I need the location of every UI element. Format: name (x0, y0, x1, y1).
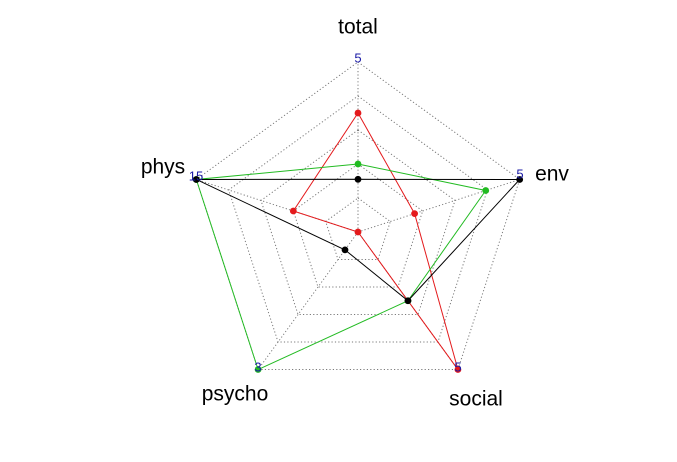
series-0-line (292, 112, 459, 370)
series-0 (289, 109, 462, 373)
series-2 (192, 175, 524, 305)
grid-spoke-psycho (257, 231, 359, 370)
grid-spoke-env (357, 178, 520, 233)
axis-label-total: total (338, 16, 378, 39)
series-2-point-social (404, 297, 412, 305)
series-1-point-env (482, 187, 490, 194)
series-1-point-total (354, 160, 362, 168)
tick-label-total: 5 (354, 50, 361, 65)
series-0-point-total (354, 109, 362, 117)
tick-label-phys: 15 (189, 168, 203, 183)
series-0-point-env (411, 210, 418, 218)
series-1-point-psycho (254, 366, 262, 373)
series-0-point-phys (289, 207, 297, 215)
series-1-line (195, 163, 487, 371)
radar-series (192, 109, 524, 373)
tick-label-env: 5 (516, 166, 523, 181)
tick-label-social: 5 (454, 359, 461, 374)
axis-label-env: env (535, 163, 569, 186)
series-2-point-phys (192, 176, 200, 183)
axis-label-social: social (449, 388, 503, 411)
axis-labels: total env social psycho phys (141, 16, 570, 411)
axis-max-labels: 5 5 5 3 15 (189, 50, 524, 374)
series-0-point-psycho (354, 228, 362, 236)
series-2-point-env (516, 176, 524, 183)
tick-label-psycho: 3 (254, 359, 261, 374)
grid-ring-4 (228, 95, 488, 343)
grid-ring-3 (260, 129, 456, 316)
series-2-line (196, 178, 521, 302)
series-2-point-psycho (341, 246, 349, 254)
axis-label-phys: phys (141, 156, 185, 179)
series-0-point-social (454, 366, 462, 373)
axis-label-psycho: psycho (202, 383, 269, 406)
series-2-point-total (354, 175, 362, 183)
